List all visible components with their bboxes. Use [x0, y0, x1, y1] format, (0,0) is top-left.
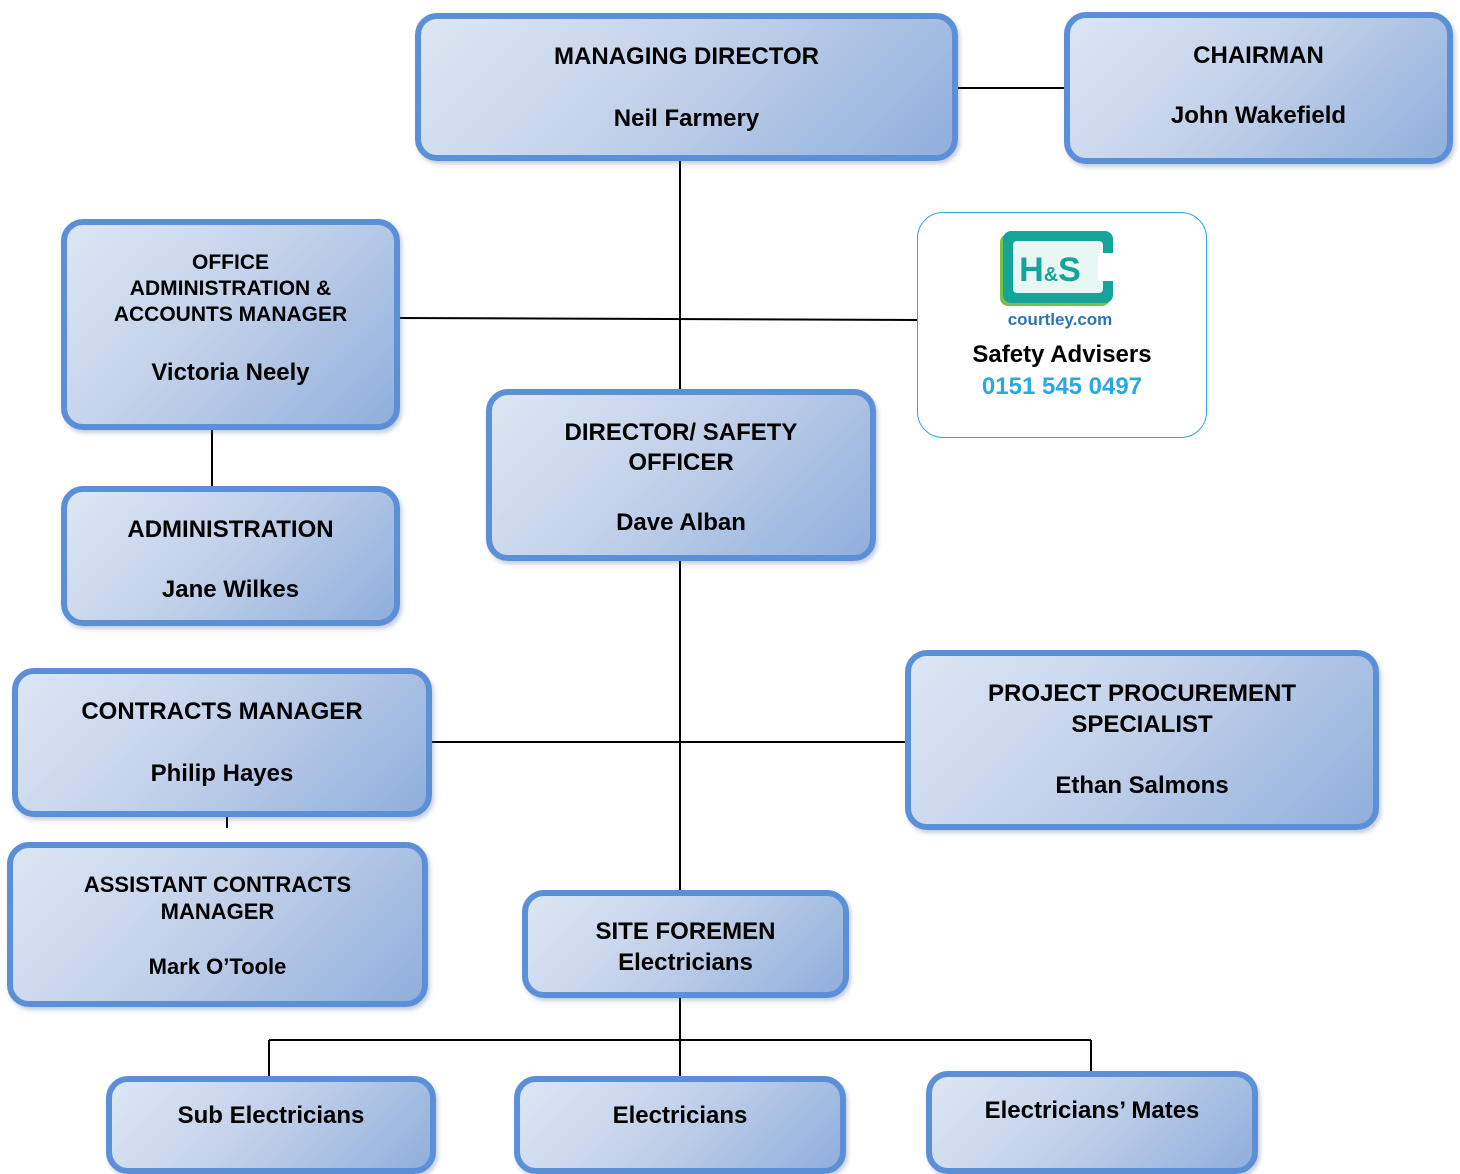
node-title-line: PROJECT PROCUREMENT [987, 680, 1297, 707]
safety-advisers-phone: 0151 545 0497 [981, 373, 1143, 400]
node-person-name: Dave Alban [616, 509, 746, 536]
node-title: Electricians [612, 1102, 748, 1129]
node-person-name: John Wakefield [1170, 102, 1347, 129]
node-title: SITE FOREMEN [595, 918, 776, 945]
node-title-line: ACCOUNTS MANAGER [113, 303, 348, 326]
hs-courtley-logo: H&S courtley.com [1000, 231, 1118, 329]
safety-advisers-card: H&S courtley.com Safety Advisers 0151 54… [917, 212, 1207, 438]
node-person-name: Mark O’Toole [148, 954, 287, 979]
node-title-line: SPECIALIST [1071, 711, 1213, 738]
node-managing-director: MANAGING DIRECTOR Neil Farmery [415, 13, 958, 161]
node-electricians-mates: Electricians’ Mates [926, 1071, 1258, 1174]
node-title: Sub Electricians [177, 1102, 365, 1129]
node-person-name: Neil Farmery [613, 105, 760, 132]
node-title: Electricians’ Mates [984, 1097, 1200, 1124]
node-person-name: Ethan Salmons [1055, 772, 1229, 799]
node-contracts-manager: CONTRACTS MANAGER Philip Hayes [12, 668, 432, 817]
safety-advisers-label: Safety Advisers [972, 341, 1152, 368]
node-assistant-contracts-manager: ASSISTANT CONTRACTS MANAGER Mark O’Toole [7, 842, 428, 1007]
node-title-line: ADMINISTRATION & [129, 277, 332, 300]
logo-domain-text: courtley.com [1008, 310, 1113, 329]
node-administration: ADMINISTRATION Jane Wilkes [61, 486, 400, 626]
node-title: ADMINISTRATION [127, 516, 334, 543]
node-person-name: Philip Hayes [150, 760, 294, 787]
node-chairman: CHAIRMAN John Wakefield [1064, 12, 1453, 164]
node-title-line: MANAGER [160, 899, 275, 924]
node-title: MANAGING DIRECTOR [554, 43, 819, 70]
connector-office-advisers [397, 317, 918, 321]
node-site-foremen: SITE FOREMEN Electricians [522, 890, 849, 998]
node-office-administration-accounts-manager: OFFICE ADMINISTRATION & ACCOUNTS MANAGER… [61, 219, 400, 430]
logo-hs-text: H&S [1019, 251, 1081, 289]
node-title-line: ASSISTANT CONTRACTS [83, 872, 352, 897]
node-sub-electricians: Sub Electricians [106, 1076, 436, 1174]
node-title-line: DIRECTOR/ SAFETY [564, 419, 798, 446]
node-title-line: OFFICE [192, 251, 269, 274]
node-director-safety-officer: DIRECTOR/ SAFETY OFFICER Dave Alban [486, 389, 876, 561]
node-electricians: Electricians [514, 1076, 846, 1174]
node-project-procurement-specialist: PROJECT PROCUREMENT SPECIALIST Ethan Sal… [905, 650, 1379, 830]
node-subtitle: Electricians [618, 949, 753, 976]
node-person-name: Jane Wilkes [161, 576, 300, 603]
node-title: CONTRACTS MANAGER [81, 698, 363, 725]
node-title-line: OFFICER [628, 449, 734, 476]
node-title: CHAIRMAN [1193, 42, 1324, 69]
node-person-name: Victoria Neely [151, 359, 310, 386]
